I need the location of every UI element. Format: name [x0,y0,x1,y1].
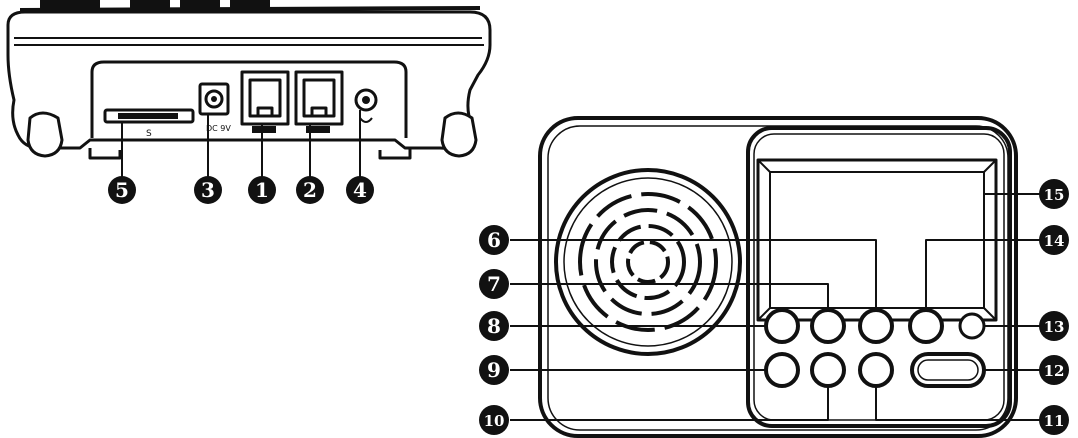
front-callout-8: 8 [479,311,509,341]
front-button-14[interactable] [908,308,944,344]
rear-callout-4: 4 [346,176,374,204]
svg-text:6: 6 [487,228,501,252]
rear-top-key [180,0,220,12]
front-callout-7: 7 [479,269,509,299]
rear-top-key [230,0,270,12]
rear-callout-3: 3 [194,176,222,204]
front-button-12[interactable] [910,352,986,388]
lcd-bevel [757,159,997,321]
front-button-11[interactable] [858,352,894,388]
svg-text:15: 15 [1044,186,1065,204]
front-callout-12: 12 [1039,355,1069,385]
svg-text:8: 8 [487,314,501,338]
control-panel-outer [746,126,1012,428]
front-callout-6: 6 [479,225,509,255]
connector-bay [90,60,408,138]
svg-text:S: S [146,129,152,139]
svg-text:11: 11 [1044,412,1065,430]
leader-line-14 [925,239,1040,310]
dc-power-label: DC 9V [206,124,231,133]
svg-text:7: 7 [487,272,501,296]
dc-power-jack [198,82,230,116]
svg-text:12: 12 [1044,362,1065,380]
telephone-line-jack-1 [240,70,290,133]
svg-text:4: 4 [353,178,367,202]
rear-callout-2: 2 [296,176,324,204]
svg-text:1: 1 [255,178,269,202]
leader-line-11 [875,386,1040,421]
rear-top-key [130,0,170,12]
front-button-12-inner [917,359,979,381]
front-button-8[interactable] [764,308,800,344]
svg-text:13: 13 [1044,318,1065,336]
leader-line-6 [510,239,877,310]
front-callout-11: 11 [1039,405,1069,435]
rear-foot-stub [88,148,122,160]
svg-text:10: 10 [484,412,505,430]
speaker-grille [554,168,742,356]
rear-foot-stub [378,148,412,160]
svg-text:9: 9 [487,358,501,382]
front-button-10[interactable] [810,352,846,388]
front-callout-10: 10 [479,405,509,435]
leader-line-10 [510,386,829,421]
front-button-9[interactable] [764,352,800,388]
rear-foot-left [26,111,64,158]
rear-callout-5: 5 [108,176,136,204]
headset-jack [354,88,378,123]
rear-top-key [40,0,100,12]
front-button-7[interactable] [810,308,846,344]
svg-text:14: 14 [1044,232,1065,250]
leader-line-7 [510,283,829,310]
rear-foot-right [440,111,478,158]
svg-text:5: 5 [115,178,129,202]
front-housing-outer [538,116,1018,438]
telephone-line-jack-2 [294,70,344,133]
front-panel-view [510,116,1040,438]
indicator-led-13 [958,312,986,340]
rear-panel-view: S DC 9V [6,0,492,178]
svg-text:2: 2 [303,178,317,202]
front-callout-9: 9 [479,355,509,385]
front-callout-14: 14 [1039,225,1069,255]
sd-card-slot: S [103,108,195,139]
svg-text:3: 3 [201,178,215,202]
front-callout-15: 15 [1039,179,1069,209]
rear-callout-1: 1 [248,176,276,204]
front-callout-13: 13 [1039,311,1069,341]
front-button-6[interactable] [858,308,894,344]
